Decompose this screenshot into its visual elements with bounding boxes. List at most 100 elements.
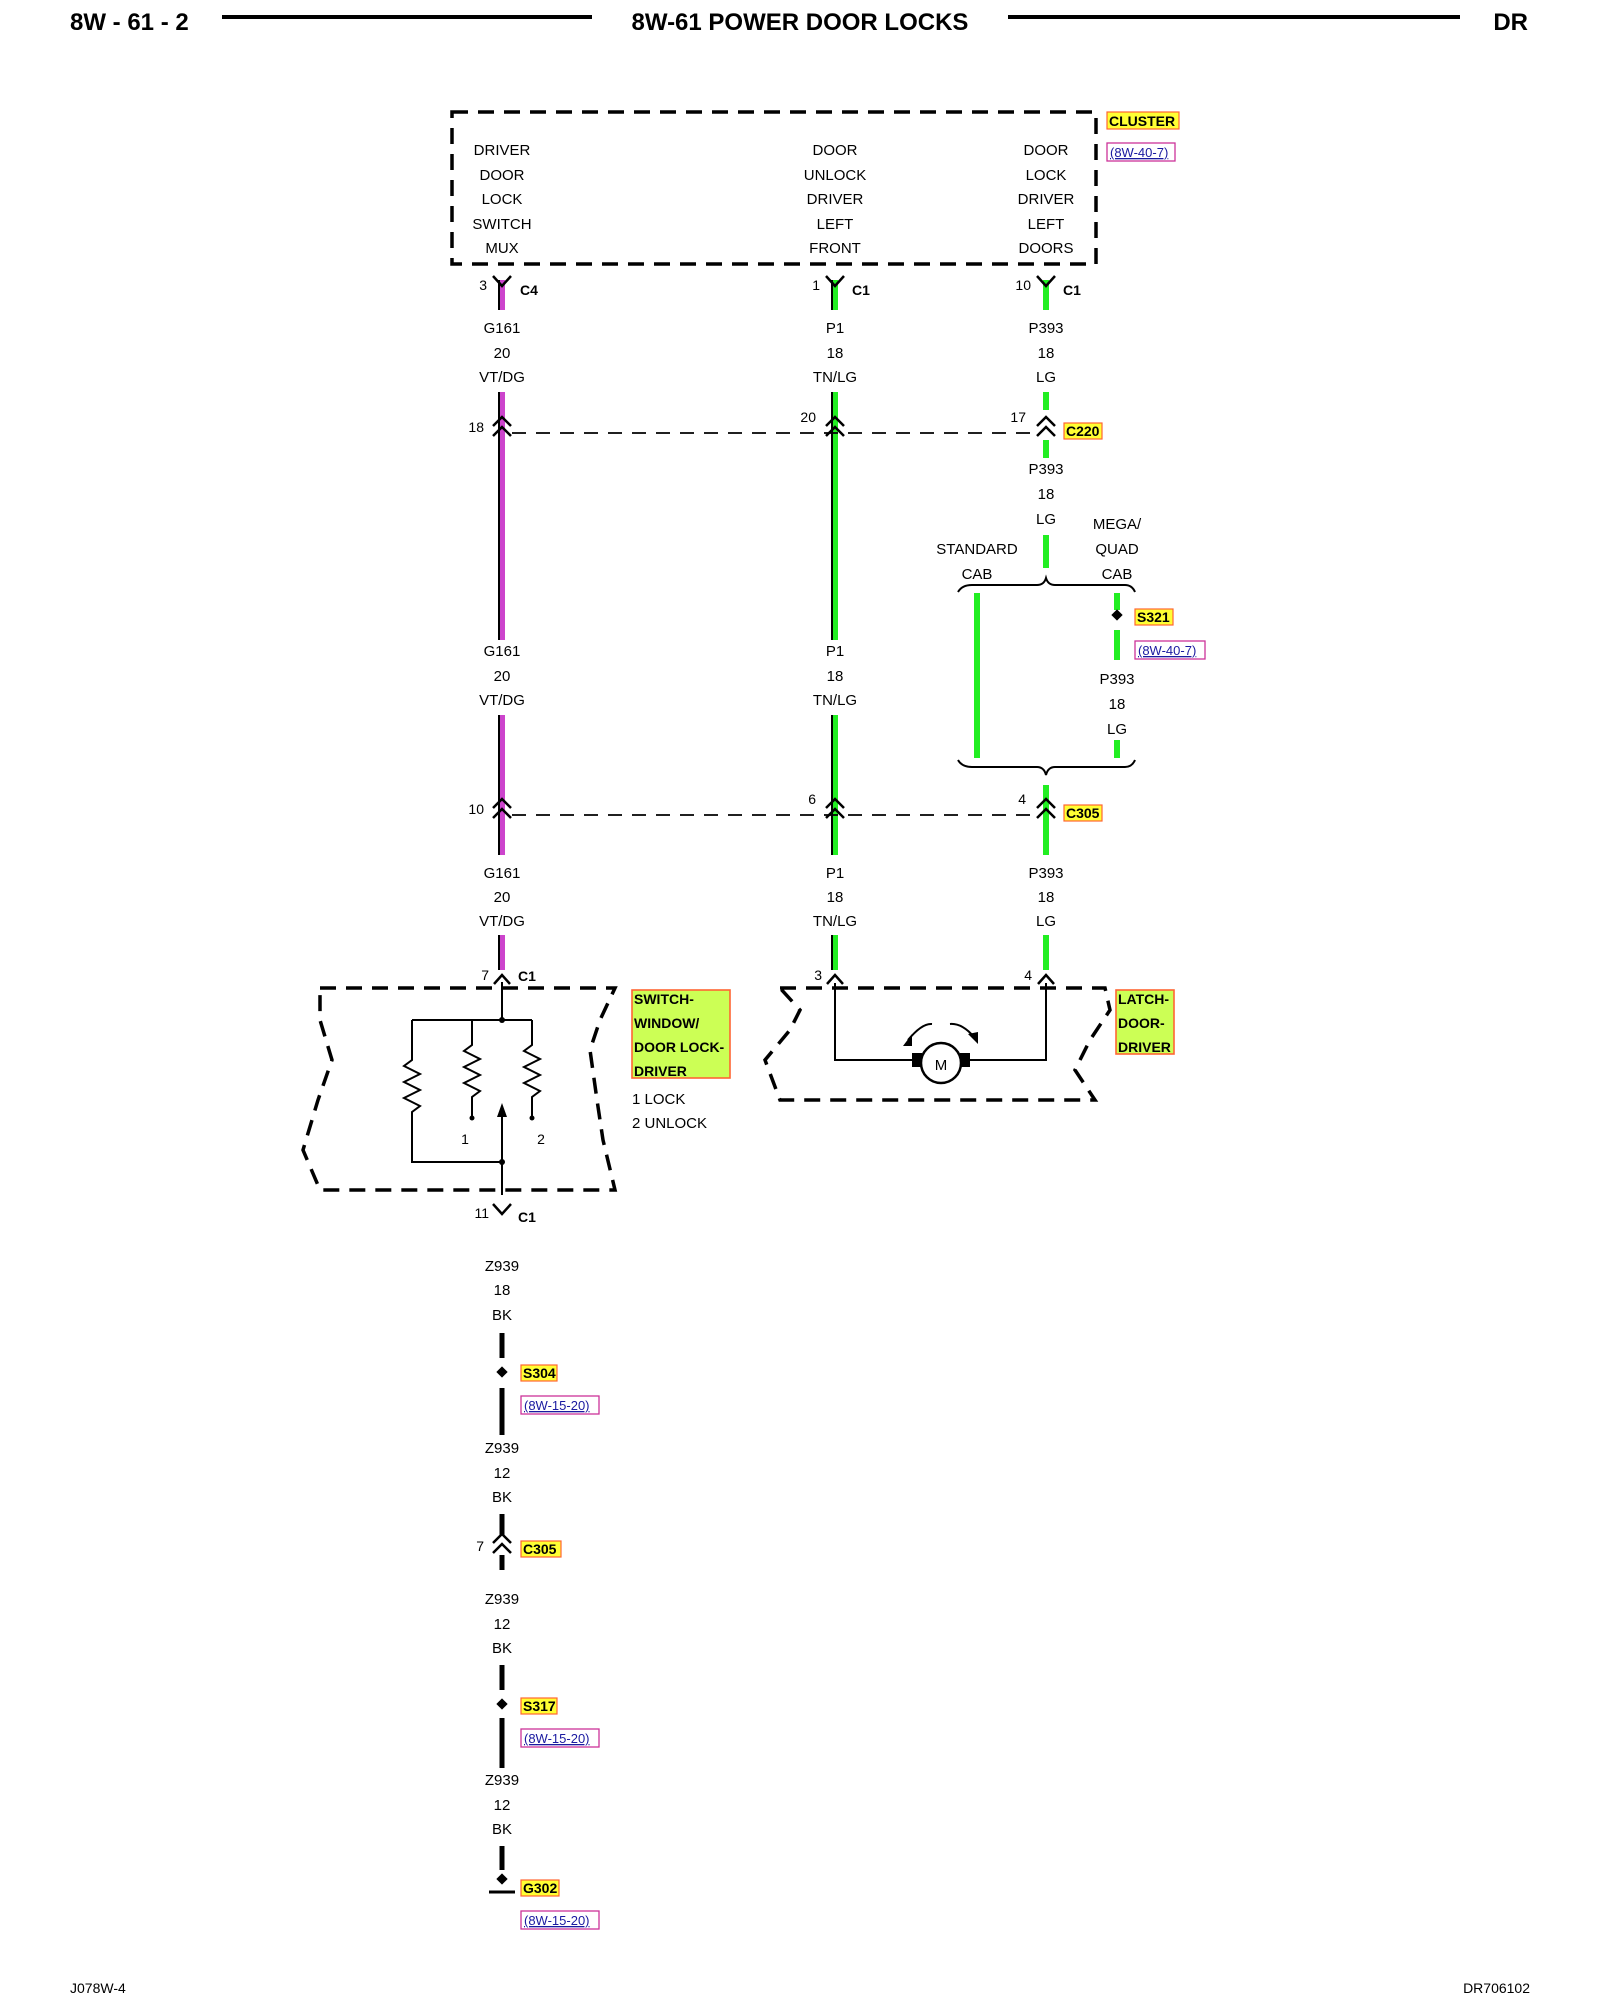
- splice-s317-dot: [496, 1698, 508, 1710]
- switch-resistor-3: [521, 1020, 543, 1118]
- svg-text:18: 18: [494, 1282, 511, 1299]
- latch-outline: [763, 986, 1112, 1102]
- switch-c1-label: C1: [518, 968, 536, 984]
- cluster-ref-link[interactable]: (8W-40-7): [1110, 145, 1168, 160]
- svg-text:18: 18: [827, 668, 844, 685]
- switch-wiper-arrow: [497, 1103, 507, 1117]
- pin-switch-11: 11: [474, 1205, 489, 1221]
- svg-text:18: 18: [1109, 696, 1126, 713]
- splice-s304-label: S304: [523, 1365, 556, 1381]
- svg-text:DOOR: DOOR: [813, 142, 858, 159]
- svg-text:VT/DG: VT/DG: [479, 692, 525, 709]
- latch-motor-icon: [919, 1041, 963, 1085]
- svg-text:SWITCH: SWITCH: [472, 216, 531, 233]
- svg-text:12: 12: [494, 1797, 511, 1814]
- pin-switch-7: 7: [481, 967, 489, 983]
- svg-text:P393: P393: [1028, 320, 1063, 337]
- switch-position-2: 2: [537, 1131, 545, 1147]
- wire-labels-mid: G161 20 VT/DG P1 18 TN/LG: [478, 640, 859, 712]
- splice-s321-ref-link[interactable]: (8W-40-7): [1138, 643, 1196, 658]
- standard-cab-label-1: STANDARD: [936, 541, 1018, 558]
- door-lock-switch: 7 C1 1 2 SWITCH- WINDOW/ DOOR LOCK- DRIV…: [301, 967, 731, 1225]
- door-latch: 3 4 M LATCH- DOOR- DRIVER: [763, 967, 1175, 1102]
- splice-s304-ref-link[interactable]: (8W-15-20): [524, 1398, 590, 1413]
- svg-text:VT/DG: VT/DG: [479, 369, 525, 386]
- svg-text:LG: LG: [1107, 721, 1127, 738]
- switch-name-line-2: WINDOW/: [634, 1015, 699, 1031]
- svg-text:LEFT: LEFT: [817, 216, 854, 233]
- cluster-pins: 3 C4 1 C1 10 C1: [479, 274, 1081, 298]
- footer-code-right: DR706102: [1463, 1980, 1530, 1996]
- svg-text:18: 18: [1038, 486, 1055, 503]
- svg-text:LEFT: LEFT: [1028, 216, 1065, 233]
- svg-text:BK: BK: [492, 1489, 512, 1506]
- svg-text:Z939: Z939: [485, 1591, 519, 1608]
- svg-text:TN/LG: TN/LG: [813, 369, 857, 386]
- switch-resistor-2: [461, 1020, 483, 1118]
- connector-c305: 10 6 4 C305: [468, 791, 1103, 822]
- connector-c305-label: C305: [1066, 805, 1100, 821]
- switch-legend-unlock: 2 UNLOCK: [632, 1115, 707, 1132]
- switch-outline: [301, 986, 618, 1192]
- svg-text:P1: P1: [826, 643, 844, 660]
- connector-c305-ground-label: C305: [523, 1541, 557, 1557]
- svg-text:BK: BK: [492, 1307, 512, 1324]
- svg-text:TN/LG: TN/LG: [813, 692, 857, 709]
- variant-brace-top: [957, 574, 1136, 593]
- splice-s304-dot: [496, 1366, 508, 1378]
- splice-s321-dot: [1111, 609, 1123, 621]
- pin-c220-20: 20: [800, 409, 816, 425]
- mega-cab-label-3: CAB: [1102, 566, 1133, 583]
- variant-brace-bottom: [957, 759, 1136, 776]
- svg-text:DRIVER: DRIVER: [807, 191, 864, 208]
- svg-text:LG: LG: [1036, 369, 1056, 386]
- splice-s317-ref-link[interactable]: (8W-15-20): [524, 1731, 590, 1746]
- svg-text:VT/DG: VT/DG: [479, 913, 525, 930]
- model-code: DR: [1493, 9, 1528, 36]
- switch-name-highlight: [631, 989, 731, 1079]
- page-id: 8W - 61 - 2: [70, 9, 189, 36]
- svg-text:G161: G161: [484, 643, 521, 660]
- mega-cab-label-1: MEGA/: [1093, 516, 1142, 533]
- pin-latch-3: 3: [814, 967, 822, 983]
- switch-legend-lock: 1 LOCK: [632, 1091, 685, 1108]
- mega-cab-label-2: QUAD: [1095, 541, 1139, 558]
- page-header: 8W - 61 - 2 8W-61 POWER DOOR LOCKS DR: [70, 9, 1528, 36]
- pin-c305-7: 7: [476, 1538, 484, 1554]
- pin-latch-4: 4: [1024, 967, 1032, 983]
- switch-position-1: 1: [461, 1131, 469, 1147]
- wire-labels-low: G161 20 VT/DG P1 18 TN/LG P393 18 LG: [479, 865, 1063, 930]
- svg-text:12: 12: [494, 1616, 511, 1633]
- standard-cab-label-2: CAB: [962, 566, 993, 583]
- svg-text:G161: G161: [484, 865, 521, 882]
- switch-resistor-1: [401, 1020, 502, 1163]
- switch-output-terminal: [491, 1202, 513, 1216]
- svg-text:18: 18: [827, 345, 844, 362]
- svg-text:18: 18: [1038, 345, 1055, 362]
- cluster-outline: [450, 110, 1098, 266]
- page-title: 8W-61 POWER DOOR LOCKS: [632, 9, 969, 36]
- pin-c4-3: 3: [479, 277, 487, 293]
- pin-c1-10: 10: [1015, 277, 1031, 293]
- pin-c220-18: 18: [468, 419, 484, 435]
- svg-text:DRIVER: DRIVER: [1018, 191, 1075, 208]
- pin-c305-10: 10: [468, 801, 484, 817]
- svg-text:20: 20: [494, 345, 511, 362]
- connector-c220-label: C220: [1066, 423, 1100, 439]
- svg-text:LOCK: LOCK: [482, 191, 523, 208]
- switch-name-line-1: SWITCH-: [634, 991, 694, 1007]
- splice-s317-label: S317: [523, 1698, 556, 1714]
- svg-text:DOORS: DOORS: [1018, 240, 1073, 257]
- pin-c220-17: 17: [1010, 409, 1026, 425]
- svg-text:18: 18: [827, 889, 844, 906]
- ground-g302-ref-link[interactable]: (8W-15-20): [524, 1913, 590, 1928]
- svg-text:G161: G161: [484, 320, 521, 337]
- svg-text:FRONT: FRONT: [809, 240, 861, 257]
- svg-text:DRIVER: DRIVER: [474, 142, 531, 159]
- svg-text:LG: LG: [1036, 913, 1056, 930]
- svg-text:P1: P1: [826, 865, 844, 882]
- svg-text:DOOR: DOOR: [480, 167, 525, 184]
- cluster-name-highlight: [1106, 111, 1180, 130]
- cab-variant-split: STANDARD CAB MEGA/ QUAD CAB S321 (8W-40-…: [936, 516, 1206, 776]
